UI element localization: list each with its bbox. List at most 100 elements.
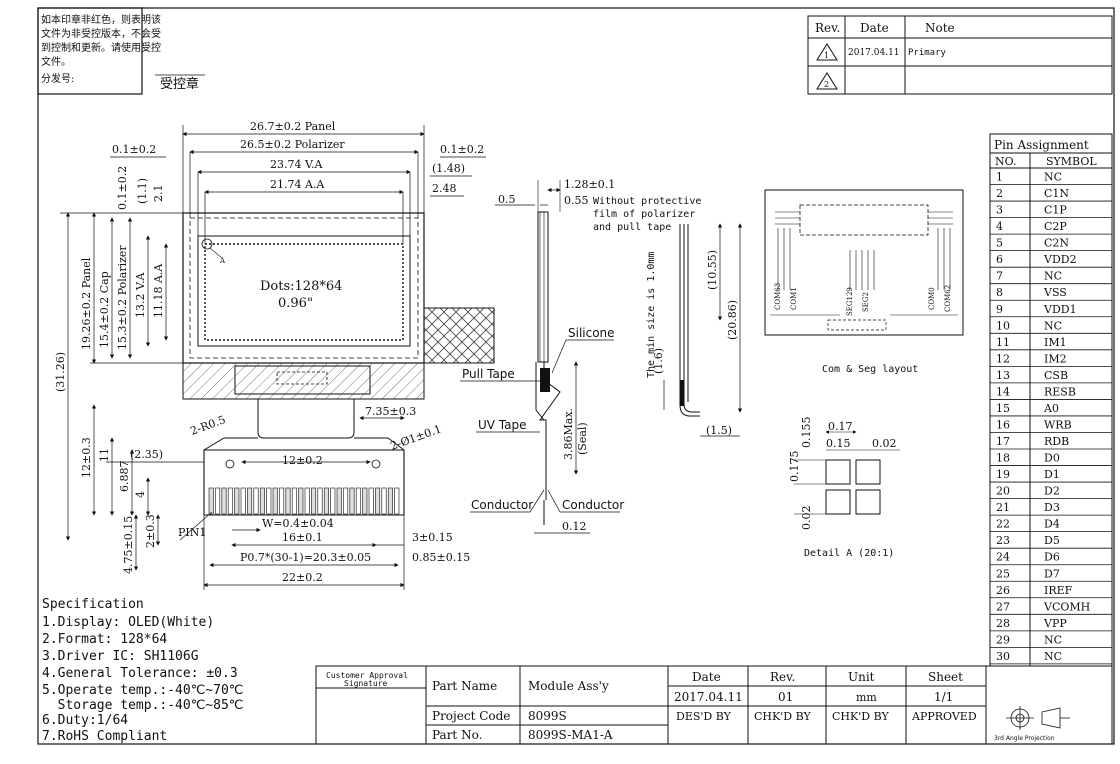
dim-017: 0.17 xyxy=(828,420,853,433)
fpc-contact xyxy=(317,487,323,515)
pin-number: 15 xyxy=(996,402,1010,415)
date-value: 2017.04.11 xyxy=(674,690,743,704)
project-code-value: 8099S xyxy=(528,709,567,723)
pin-number: 5 xyxy=(996,237,1003,250)
front-view xyxy=(182,212,495,516)
dim-248: 2.48 xyxy=(432,182,457,195)
spec-item: 7.RoHS Compliant xyxy=(42,729,167,744)
layout-label: SEG129 xyxy=(846,287,854,316)
fpc-contact xyxy=(323,487,329,515)
pin-symbol: D5 xyxy=(1044,534,1060,547)
conductor-left-label: Conductor xyxy=(471,498,533,512)
dim-475: 4.75±0.15 xyxy=(122,516,135,574)
dim-margin-left: 0.1±0.2 xyxy=(112,143,156,156)
pin-symbol: CSB xyxy=(1044,369,1068,382)
spec-item: 6.Duty:1/64 xyxy=(42,713,128,728)
pin-number: 4 xyxy=(996,220,1003,233)
fpc-contacts xyxy=(208,487,400,515)
pin-number: 9 xyxy=(996,303,1003,316)
fpc-contact xyxy=(355,487,361,515)
dim-16: (1.6) xyxy=(652,348,665,374)
dim-top-gap: 0.1±0.2 xyxy=(116,166,129,210)
approved-by: APPROVED xyxy=(911,710,977,723)
pin-symbol: NC xyxy=(1044,650,1062,663)
dim-12: 12±0.2 xyxy=(282,454,323,467)
rev-number: 2 xyxy=(824,80,829,89)
dim-2086: (20.86) xyxy=(726,300,739,340)
pin-symbol: WRB xyxy=(1044,418,1072,431)
dim-05: 0.5 xyxy=(498,193,516,206)
fpc-contact xyxy=(259,487,265,515)
dim-va-height: 13.2 V.A xyxy=(134,271,147,318)
dim-va: 23.74 V.A xyxy=(270,158,324,171)
fpc-contact xyxy=(247,487,253,515)
glass-ledge xyxy=(182,362,425,400)
dim-0155: 0.155 xyxy=(800,417,813,449)
sheet-header: Sheet xyxy=(928,670,963,684)
pin-symbol: D7 xyxy=(1044,567,1060,580)
dim-735: 7.35±0.3 xyxy=(365,405,416,418)
dim-085: 0.85±0.15 xyxy=(412,551,470,564)
uv-tape-label: UV Tape xyxy=(478,418,527,432)
pin-number: 27 xyxy=(996,600,1010,613)
pin-symbol: VCOMH xyxy=(1043,600,1090,613)
part-no-label: Part No. xyxy=(432,728,482,742)
pin-number: 12 xyxy=(996,352,1010,365)
fpc-contact xyxy=(215,487,221,515)
dim-055: 0.55 xyxy=(564,194,589,207)
min-size-note: The min size is 1.0mm xyxy=(646,252,657,378)
revision-triangle-icon xyxy=(816,43,838,61)
fpc-contact xyxy=(291,487,297,515)
revision-triangle-icon xyxy=(816,72,838,90)
pin-number: 30 xyxy=(996,650,1010,663)
spec-item: 3.Driver IC: SH1106G xyxy=(42,649,199,664)
pin-symbol: IM1 xyxy=(1044,336,1067,349)
detail-a-labels: 0.17 0.15 0.02 0.155 0.175 0.02 Detail A… xyxy=(788,417,897,560)
dim-2: 2±0.3 xyxy=(144,514,157,548)
detail-caption: Detail A (20:1) xyxy=(804,548,894,559)
spec-item: Storage temp.:-40℃~85℃ xyxy=(42,698,243,713)
pin-number: 7 xyxy=(996,270,1003,283)
dim-top-21: 2.1 xyxy=(152,185,165,203)
dim-012: 0.12 xyxy=(562,520,587,533)
side-view-labels: 1.28±0.1 0.5 0.55 Without protective fil… xyxy=(462,178,739,533)
side-view xyxy=(460,180,743,534)
pin-symbol: C2N xyxy=(1044,237,1069,250)
dim-128: 1.28±0.1 xyxy=(564,178,615,191)
detail-marker: A xyxy=(219,257,226,265)
pin-symbol: IM2 xyxy=(1044,352,1067,365)
silicone-label: Silicone xyxy=(568,326,615,340)
approval-label: Signature xyxy=(344,679,388,688)
control-note-line: 如本印章非红色，则表明该 xyxy=(41,13,161,26)
note-line: and pull tape xyxy=(593,222,671,233)
layout-label: COM62 xyxy=(944,285,952,312)
seal-label: (Seal) xyxy=(576,422,589,455)
fpc-contact xyxy=(234,487,240,515)
pin-symbol: A0 xyxy=(1043,402,1059,415)
dim-015: 0.15 xyxy=(826,437,851,450)
stiffener-area xyxy=(423,307,495,364)
dim-fpc-11: 11 xyxy=(98,448,111,462)
pin-symbol: NC xyxy=(1044,633,1062,646)
fpc-contact xyxy=(304,487,310,515)
fpc-contact xyxy=(266,487,272,515)
rev-value: 01 xyxy=(778,690,793,704)
dim-aa-height: 11.18 A.A xyxy=(152,263,165,318)
pin-no-header: NO. xyxy=(995,155,1017,168)
fpc-contact xyxy=(375,487,381,515)
diagonal-size: 0.96" xyxy=(278,296,313,311)
dim-3: 3±0.15 xyxy=(412,531,453,544)
dim-15: (1.5) xyxy=(706,424,732,437)
pin-number: 25 xyxy=(996,567,1010,580)
dim-pitch: P0.7*(30-1)=20.3±0.05 xyxy=(240,551,371,564)
dim-polarizer: 26.5±0.2 Polarizer xyxy=(240,138,345,151)
pin-number: 17 xyxy=(996,435,1010,448)
part-name-label: Part Name xyxy=(432,679,497,693)
pin-symbol: VDD2 xyxy=(1043,253,1077,266)
pin-number: 20 xyxy=(996,485,1010,498)
fpc-contact xyxy=(394,487,400,515)
spec-title: Specification xyxy=(42,597,144,612)
control-note-line: 文件为非受控版本，不会受 xyxy=(41,27,161,40)
